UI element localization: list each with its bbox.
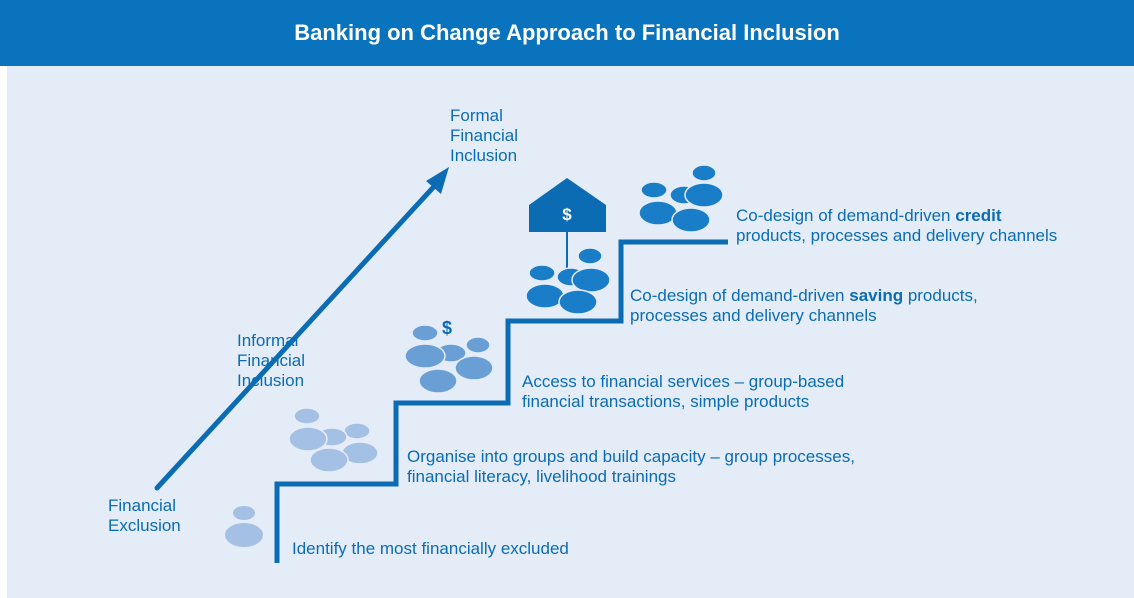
step-text: Co-design of demand-driven [736, 206, 956, 225]
label-informal-inclusion: Informal Financial Inclusion [237, 331, 305, 391]
step-label-1: Organise into groups and build capacity … [407, 447, 855, 487]
step-line: Co-design of demand-driven saving produc… [630, 286, 978, 306]
staircase-line [274, 239, 728, 563]
step-line: Identify the most financially excluded [292, 539, 569, 558]
label-line: Inclusion [237, 371, 305, 390]
progress-arrow [154, 177, 443, 491]
step-line: Co-design of demand-driven credit [736, 206, 1057, 226]
step-line: processes and delivery channels [630, 306, 877, 325]
people-icon-step-0 [225, 506, 263, 547]
people-icon-step-4 [638, 164, 724, 233]
step-text: Co-design of demand-driven [630, 286, 850, 305]
label-formal-inclusion: Formal Financial Inclusion [450, 106, 518, 166]
step-text: products, [903, 286, 978, 305]
label-line: Formal [450, 106, 503, 125]
step-label-4: Co-design of demand-driven credit produc… [736, 206, 1057, 246]
people-icon-step-3 [525, 247, 611, 315]
step-line: financial literacy, livelihood trainings [407, 467, 676, 486]
people-icon-step-1 [288, 407, 379, 473]
step-keyword: saving [849, 286, 904, 305]
step-line: Access to financial services – group-bas… [522, 372, 845, 391]
label-financial-exclusion: Financial Exclusion [108, 496, 181, 536]
label-line: Financial [237, 351, 306, 370]
label-line: Inclusion [450, 146, 518, 165]
step-label-3: Co-design of demand-driven saving produc… [630, 286, 978, 326]
header-bar: Banking on Change Approach to Financial … [0, 0, 1134, 66]
label-line: Exclusion [108, 516, 181, 535]
people-icon-step-2 [404, 324, 494, 394]
label-line: Informal [237, 331, 299, 350]
step-line: financial transactions, simple products [522, 392, 810, 411]
dollar-icon-step-2: $ [442, 318, 452, 338]
step-label-2: Access to financial services – group-bas… [522, 372, 844, 412]
label-line: Financial [108, 496, 177, 515]
progress-arrow-head [426, 167, 449, 194]
page-title: Banking on Change Approach to Financial … [294, 20, 840, 45]
diagram-panel [7, 66, 1134, 598]
step-label-0: Identify the most financially excluded [292, 539, 569, 559]
step-line: products, processes and delivery channel… [736, 226, 1058, 245]
step-line: Organise into groups and build capacity … [407, 447, 855, 466]
dollar-icon-bank: $ [562, 205, 572, 224]
label-line: Financial [450, 126, 519, 145]
step-keyword: credit [955, 206, 1002, 225]
